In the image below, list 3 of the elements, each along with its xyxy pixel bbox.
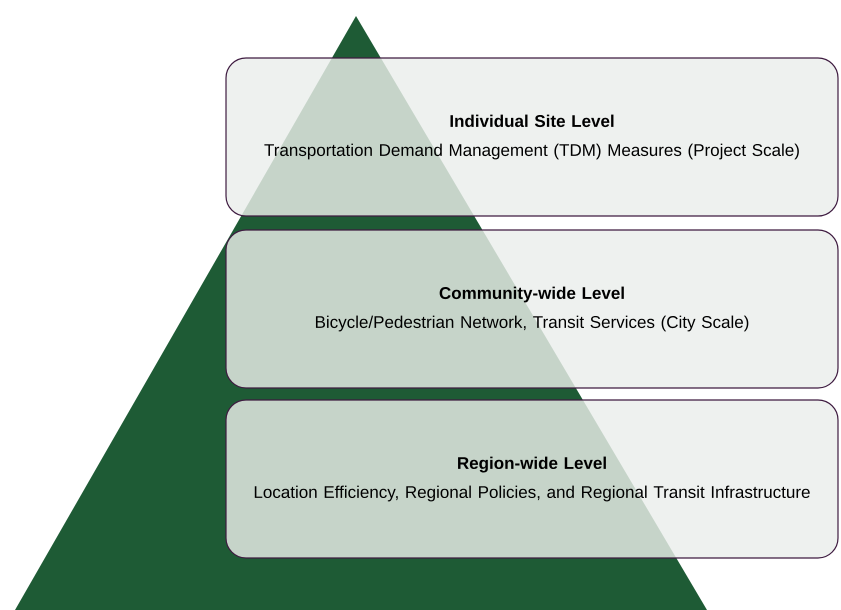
level-box: Community-wide Level Bicycle/Pedestrian Network, Transit Services (City Scale): [225, 229, 839, 389]
level-box: Region-wide Level Location Efficiency, Regional Policies, and Regional Transit Infrastructure: [225, 399, 839, 559]
level-box: Individual Site Level Transportation Demand Management (TDM) Measures (Project Scale): [225, 57, 839, 217]
